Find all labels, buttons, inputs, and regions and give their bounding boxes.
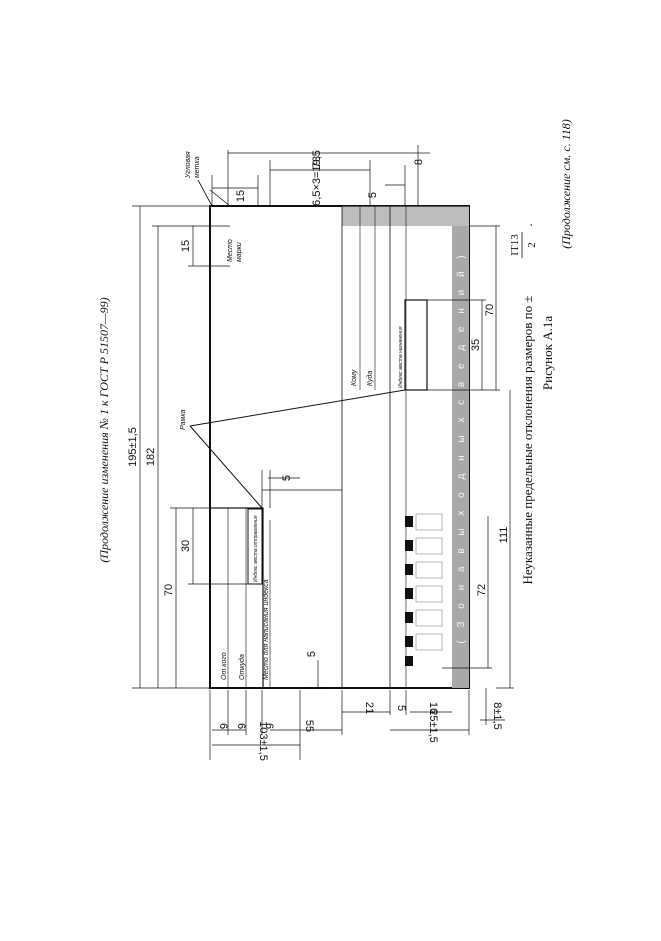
code-ghost (415, 537, 443, 555)
dim-103: 103±1,5 (257, 721, 269, 761)
frame-leader-2 (189, 389, 406, 427)
postcode-digits (405, 513, 443, 666)
dim-6-a: 6 (217, 723, 229, 729)
dim-5-bottom: 5 (395, 705, 407, 711)
dim-8-bottom: 8±1,5 (491, 702, 503, 729)
dim-5-index: 5 (281, 475, 293, 481)
sender-frame (209, 507, 264, 689)
envelope-drawing: ( З о н а в ы х о д н ы х с в е д е н и … (189, 179, 470, 689)
to-where-label: Куда (366, 371, 374, 386)
corner-mark-diagonal (209, 189, 231, 207)
dimension-texts: 195±1,5 182 15 70 30 5 15 73 6,5×3=19,5 … (127, 150, 510, 761)
stamp-grey-strip (342, 206, 469, 226)
stamp-place-label-2: марки (236, 242, 243, 262)
dim-19-5: 6,5×3=19,5 (311, 150, 323, 206)
dim-16: 16 (427, 702, 439, 714)
output-zone-label: ( З о н а в ы х о д н ы х с в е д е н и … (456, 250, 467, 643)
recipient-index-box-label: Индекс места назначения (398, 326, 404, 388)
code-block (405, 540, 413, 551)
dim-25: 25±1,5 (427, 709, 439, 743)
dim-15-stamp: 15 (180, 240, 192, 252)
corner-mark-label-1: Угловая (185, 151, 192, 179)
code-ghost (415, 513, 443, 531)
dim-5-top: 5 (367, 192, 379, 198)
continuation-note: (Продолжение см. с. 118) (559, 119, 573, 249)
to-whom-label: Кому (351, 369, 358, 386)
dim-30: 30 (180, 540, 192, 552)
code-block (405, 636, 413, 647)
code-block (405, 588, 413, 599)
corner-mark-leader (197, 179, 213, 207)
code-ghost (415, 561, 443, 579)
tolerance-denominator: 2 (526, 242, 538, 248)
envelope-labels: Угловая метка Место марки Рамка От кого … (180, 151, 404, 680)
frame-leader-1 (189, 425, 263, 509)
dim-35: 35 (470, 339, 482, 351)
dim-21: 21 (363, 702, 375, 714)
dim-8-top: 8 (413, 159, 425, 165)
envelope-outline (209, 205, 470, 689)
code-ghost (415, 633, 443, 651)
dim-5-lower: 5 (306, 651, 318, 657)
sender-index-place-label: Место для написания индекса (262, 579, 270, 680)
code-ghost (415, 585, 443, 603)
sender-index-box-label: Индекс места отправления (253, 515, 259, 582)
code-block (405, 564, 413, 575)
code-block (405, 612, 413, 623)
dim-111: 111 (498, 527, 510, 544)
dim-73: 73 (311, 156, 323, 168)
dim-overall-length: 195±1,5 (127, 427, 139, 467)
code-block (405, 516, 413, 527)
stamp-place-label-1: Место (227, 239, 234, 262)
dim-6-c: 6 (263, 723, 275, 729)
dim-6-b: 6 (235, 723, 247, 729)
dim-182: 182 (145, 448, 157, 466)
dim-55: 55 (303, 720, 315, 732)
output-zone-band (452, 206, 469, 688)
tolerance-numerator: IT13 (509, 234, 521, 256)
code-ghost (415, 609, 443, 627)
page-header: (Продолжение изменения № 1 к ГОСТ Р 5150… (97, 297, 111, 562)
figure-caption: Рисунок А.1а (540, 316, 555, 390)
corner-mark-label-2: метка (194, 156, 201, 178)
tolerance-text: Неуказанные предельные отклонения размер… (520, 296, 535, 585)
from-whom-label: От кого (221, 652, 228, 680)
dim-15-corner: 15 (235, 190, 247, 202)
dim-70-left: 70 (163, 584, 175, 596)
frame-label: Рамка (180, 409, 187, 430)
tolerance-note: Неуказанные предельные отклонения размер… (509, 223, 538, 584)
code-block (405, 656, 413, 666)
recipient-index-box (404, 299, 428, 391)
dim-72: 72 (476, 584, 488, 596)
tolerance-suffix: . (520, 223, 535, 226)
sender-index-box (247, 508, 263, 585)
dim-70-right: 70 (484, 304, 496, 316)
from-where-label: Откуда (238, 654, 246, 680)
dimension-lines (132, 145, 514, 760)
